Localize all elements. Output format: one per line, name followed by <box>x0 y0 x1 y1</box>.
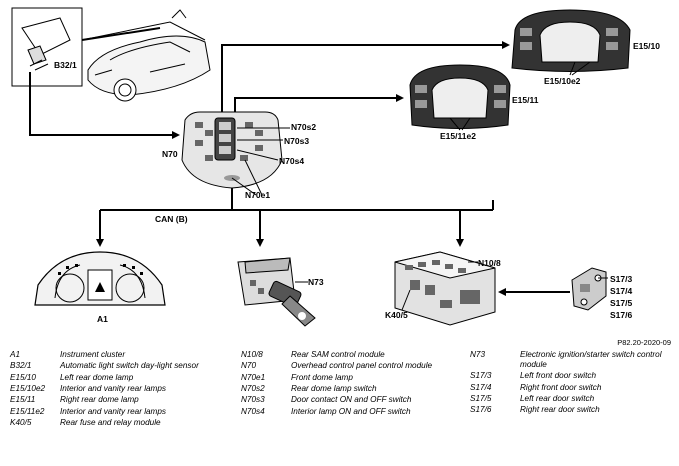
legend-code: N70s2 <box>241 384 265 394</box>
legend-row: N73 Electronic ignition/starter switch co… <box>470 350 670 370</box>
legend-description: Door contact ON and OFF switch <box>291 395 412 405</box>
sensor-detail-inset <box>11 7 83 87</box>
figure-id: P82.20-2020-09 <box>617 338 671 347</box>
n70-overhead-module <box>181 111 283 189</box>
legend-row: N70s4 Interior lamp ON and OFF switch <box>241 407 466 417</box>
legend-description: Right rear dome lamp <box>60 395 139 405</box>
legend-code: N70e1 <box>241 372 266 382</box>
legend-code: E15/10 <box>10 372 36 382</box>
legend-description: Right front door switch <box>520 382 602 392</box>
legend-row: N70s2 Rear dome lamp switch <box>241 384 466 394</box>
legend-column-3: N73 Electronic ignition/starter switch co… <box>470 350 670 417</box>
label-n70: N70 <box>162 149 178 159</box>
label-s17-5: S17/5 <box>610 298 632 308</box>
legend-row: S17/4 Right front door switch <box>470 383 670 393</box>
legend-description: Overhead control panel control module <box>291 361 433 371</box>
legend-row: E15/10 Left rear dome lamp <box>10 373 235 383</box>
legend-description: Rear dome lamp switch <box>291 384 377 394</box>
legend-code: S17/5 <box>470 393 492 403</box>
legend-code: B32/1 <box>10 361 32 371</box>
legend-description: Rear SAM control module <box>291 350 385 359</box>
legend-description: Right rear door switch <box>520 405 600 415</box>
n70-to-e1510-line <box>221 41 510 112</box>
legend-description: Electronic ignition/starter switch contr… <box>520 350 662 369</box>
legend-description: Left rear dome lamp <box>60 372 134 382</box>
legend-description: Instrument cluster <box>60 350 126 359</box>
legend-description: Automatic light switch day-light sensor <box>60 361 199 371</box>
legend-code: E15/10e2 <box>10 384 46 394</box>
e1510-dome-lamp-unit <box>511 9 631 72</box>
legend-row: E15/10e2 Interior and vanity rear lamps <box>10 384 235 394</box>
legend-code: N10/8 <box>241 350 263 359</box>
a1-instrument-cluster <box>34 251 166 306</box>
legend-row: B32/1 Automatic light switch day-light se… <box>10 361 235 371</box>
car-illustration <box>11 7 211 102</box>
label-n70e1: N70e1 <box>245 190 270 200</box>
legend-code: E15/11 <box>10 395 36 405</box>
label-e15-11: E15/11 <box>512 95 539 105</box>
legend-code: N73 <box>470 350 486 359</box>
e1511-dome-lamp-unit <box>409 64 511 129</box>
legend-code: N70 <box>241 361 257 371</box>
label-n70s3: N70s3 <box>284 136 309 146</box>
legend-code: S17/3 <box>470 371 492 381</box>
n70-to-e1511-line <box>234 94 404 112</box>
legend-description: Rear fuse and relay module <box>60 418 161 428</box>
legend-code: E15/11e2 <box>10 406 45 416</box>
legend-description: Left rear door switch <box>520 393 595 403</box>
legend-description: Interior and vanity rear lamps <box>60 406 167 416</box>
legend-code: K40/5 <box>10 418 32 428</box>
n108-k405-sam-module <box>394 251 496 326</box>
label-s17-6: S17/6 <box>610 310 632 320</box>
legend-code: S17/6 <box>470 405 492 415</box>
label-can-b: CAN (B) <box>155 214 188 224</box>
legend-row: N70 Overhead control panel control module <box>241 361 466 371</box>
label-e15-11e2: E15/11e2 <box>440 131 476 141</box>
label-n73: N73 <box>308 277 324 287</box>
label-e15-10: E15/10 <box>633 41 660 51</box>
legend-description: Left front door switch <box>520 371 596 381</box>
legend-description: Front dome lamp <box>291 372 353 382</box>
legend-description: Interior lamp ON and OFF switch <box>291 406 411 416</box>
legend-row: E15/11e2 Interior and vanity rear lamps <box>10 407 235 417</box>
label-k40-5: K40/5 <box>385 310 408 320</box>
label-a1: A1 <box>97 314 108 324</box>
label-n10-8: N10/8 <box>478 258 501 268</box>
s17-door-switches <box>571 267 607 311</box>
legend-description: Interior and vanity rear lamps <box>60 384 167 394</box>
label-e15-10e2: E15/10e2 <box>544 76 581 86</box>
legend-row: N10/8 Rear SAM control module <box>241 350 466 360</box>
legend-row: S17/3 Left front door switch <box>470 371 670 381</box>
legend-row: E15/11 Right rear dome lamp <box>10 395 235 405</box>
legend-code: N70s3 <box>241 395 265 405</box>
label-n70s2: N70s2 <box>291 122 316 132</box>
label-n70s4: N70s4 <box>279 156 304 166</box>
b32-to-n70-line <box>29 72 180 139</box>
legend-row: K40/5 Rear fuse and relay module <box>10 418 235 428</box>
legend-row: A1 Instrument cluster <box>10 350 235 360</box>
legend-code: A1 <box>10 350 21 359</box>
legend-code: N70s4 <box>241 406 265 416</box>
legend-row: S17/6 Right rear door switch <box>470 405 670 415</box>
label-s17-3: S17/3 <box>610 274 632 284</box>
legend-row: N70e1 Front dome lamp <box>241 373 466 383</box>
wiring-diagram: B32/1 N70 N70s2 N70s3 N70s4 N70e1 CAN (B… <box>11 7 660 327</box>
legend-row: N70s3 Door contact ON and OFF switch <box>241 395 466 405</box>
label-b32-1: B32/1 <box>54 60 77 70</box>
legend-row: S17/5 Left rear door switch <box>470 394 670 404</box>
label-s17-4: S17/4 <box>610 286 632 296</box>
legend-code: S17/4 <box>470 382 492 392</box>
n73-ignition-module <box>237 257 316 327</box>
